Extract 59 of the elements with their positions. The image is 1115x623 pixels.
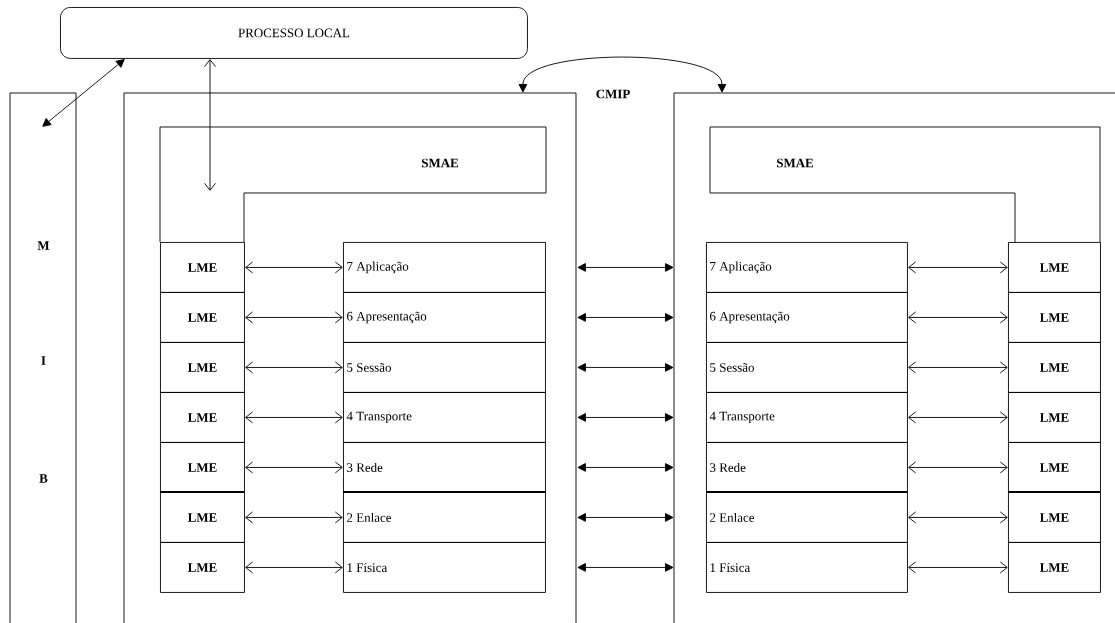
rounded-box: PROCESSO LOCAL (60, 7, 528, 59)
layer-box: 1 Física (343, 542, 546, 593)
arrow (245, 311, 343, 324)
system-frame (123, 92, 577, 623)
arrow (577, 513, 674, 522)
arrow (245, 461, 343, 474)
layer-box: 5 Sessão (706, 342, 908, 393)
layer-box: 4 Transporte (343, 392, 546, 443)
lme-box: LME (1008, 392, 1101, 443)
arrow (577, 313, 674, 322)
arrow (908, 461, 1008, 474)
system-frame (673, 92, 1115, 623)
layer-box: 5 Sessão (343, 342, 546, 393)
layer-box: 7 Aplicação (343, 242, 546, 293)
mib-bar: M I B (9, 92, 77, 623)
arrow (577, 263, 674, 272)
arrow (908, 561, 1008, 574)
lme-box: LME (1008, 292, 1101, 343)
arrow (245, 411, 343, 424)
smae-block: SMAE (159, 126, 547, 243)
lme-box: LME (160, 442, 245, 493)
arrow (908, 361, 1008, 374)
lme-box: LME (1008, 492, 1101, 543)
arrow (908, 311, 1008, 324)
arrow (577, 563, 674, 572)
edge-label: CMIP (594, 88, 632, 100)
layer-box: 6 Apresentação (706, 292, 908, 343)
arrow (908, 511, 1008, 524)
arrow (42, 59, 125, 127)
lme-box: LME (160, 242, 245, 293)
arrow (245, 361, 343, 374)
arrow (245, 261, 343, 274)
arrow (908, 261, 1008, 274)
arrow (577, 463, 674, 472)
layer-box: 3 Rede (706, 442, 908, 493)
lme-box: LME (1008, 442, 1101, 493)
lme-box: LME (160, 292, 245, 343)
lme-box: LME (1008, 242, 1101, 293)
lme-box: LME (1008, 342, 1101, 393)
layer-box: 3 Rede (343, 442, 546, 493)
lme-box: LME (160, 342, 245, 393)
layer-box: 4 Transporte (706, 392, 908, 443)
lme-box: LME (160, 542, 245, 593)
lme-box: LME (160, 492, 245, 543)
arrow (577, 413, 674, 422)
layer-box: 6 Apresentação (343, 292, 546, 343)
lme-box: LME (160, 392, 245, 443)
layer-box: 1 Física (706, 542, 908, 593)
layer-box: 2 Enlace (343, 492, 546, 543)
arrow (577, 363, 674, 372)
smae-block: SMAE (709, 126, 1101, 243)
lme-box: LME (1008, 542, 1101, 593)
arrow (245, 511, 343, 524)
arrow (908, 411, 1008, 424)
arrow (518, 56, 727, 93)
layer-box: 7 Aplicação (706, 242, 908, 293)
arrow (204, 59, 216, 191)
arrow (245, 561, 343, 574)
layer-box: 2 Enlace (706, 492, 908, 543)
